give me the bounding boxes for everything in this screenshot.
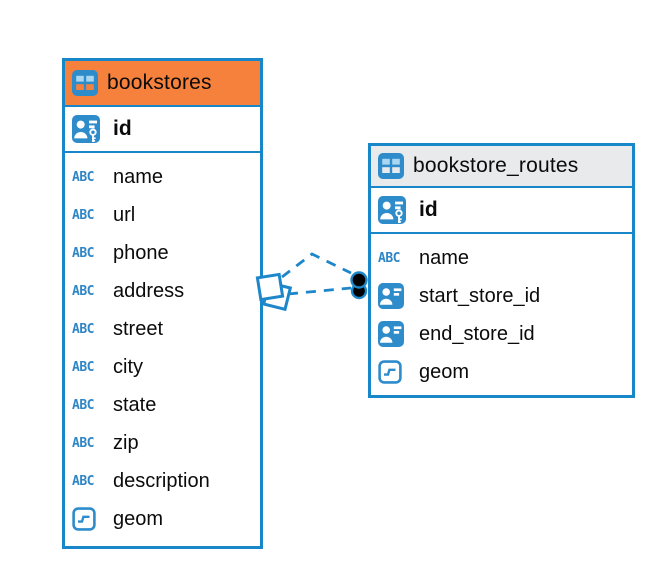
column-name: start_store_id [419, 284, 541, 307]
column-name: phone [113, 241, 169, 264]
column-name: end_store_id [419, 322, 535, 345]
column-name: city [113, 355, 143, 378]
text-type-icon: ABC [72, 397, 94, 413]
column-name: street [113, 317, 164, 340]
column-name: name [113, 165, 164, 188]
column-row-address[interactable]: ABC address [65, 272, 260, 310]
column-row-end-store-id[interactable]: end_store_id [371, 315, 632, 353]
table-icon [378, 153, 404, 179]
primary-key-icon [72, 115, 100, 143]
table-title: bookstores [107, 71, 212, 94]
relation-end-square-back [261, 280, 293, 312]
column-name: geom [113, 507, 164, 530]
relation-end-dot-top [350, 271, 368, 289]
relation-line-upper[interactable] [281, 252, 352, 279]
text-type-icon: ABC [72, 359, 94, 375]
text-type-icon: ABC [378, 250, 400, 266]
column-name: id [113, 117, 132, 140]
geometry-type-icon [72, 507, 96, 531]
column-name: state [113, 393, 157, 416]
column-name: geom [419, 360, 470, 383]
text-type-icon: ABC [72, 169, 94, 185]
relation-line-lower[interactable] [287, 286, 352, 296]
column-row-geom[interactable]: geom [371, 353, 632, 391]
column-name: description [113, 469, 210, 492]
column-row-street[interactable]: ABC street [65, 310, 260, 348]
column-row-id[interactable]: id [65, 107, 260, 153]
column-row-geom[interactable]: geom [65, 500, 260, 538]
column-row-description[interactable]: ABC description [65, 462, 260, 500]
text-type-icon: ABC [72, 321, 94, 337]
column-row-url[interactable]: ABC url [65, 196, 260, 234]
text-type-icon: ABC [72, 283, 94, 299]
column-name: id [419, 198, 438, 221]
column-name: zip [113, 431, 139, 454]
table-title: bookstore_routes [413, 154, 579, 177]
text-type-icon: ABC [72, 435, 94, 451]
table-icon [72, 70, 98, 96]
geometry-type-icon [378, 360, 402, 384]
primary-key-icon [378, 196, 406, 224]
reference-type-icon [378, 321, 404, 347]
column-name: address [113, 279, 185, 302]
table-bookstore-routes-header[interactable]: bookstore_routes [371, 146, 632, 188]
reference-type-icon [378, 283, 404, 309]
column-row-name[interactable]: ABC name [65, 158, 260, 196]
column-name: name [419, 246, 470, 269]
column-row-state[interactable]: ABC state [65, 386, 260, 424]
relation-end-dot-bottom [350, 282, 368, 300]
column-row-start-store-id[interactable]: start_store_id [371, 277, 632, 315]
text-type-icon: ABC [72, 245, 94, 261]
column-row-phone[interactable]: ABC phone [65, 234, 260, 272]
table-bookstores[interactable]: bookstores id ABC [62, 58, 263, 549]
table-bookstore-routes[interactable]: bookstore_routes id ABC [368, 143, 635, 398]
column-row-name[interactable]: ABC name [371, 239, 632, 277]
column-row-city[interactable]: ABC city [65, 348, 260, 386]
text-type-icon: ABC [72, 207, 94, 223]
column-name: url [113, 203, 136, 226]
column-list: ABC name start_store_id [371, 234, 632, 395]
text-type-icon: ABC [72, 473, 94, 489]
column-row-zip[interactable]: ABC zip [65, 424, 260, 462]
column-list: ABC name ABC url ABC phone ABC address A… [65, 153, 260, 542]
column-row-id[interactable]: id [371, 188, 632, 234]
table-bookstores-header[interactable]: bookstores [65, 61, 260, 107]
